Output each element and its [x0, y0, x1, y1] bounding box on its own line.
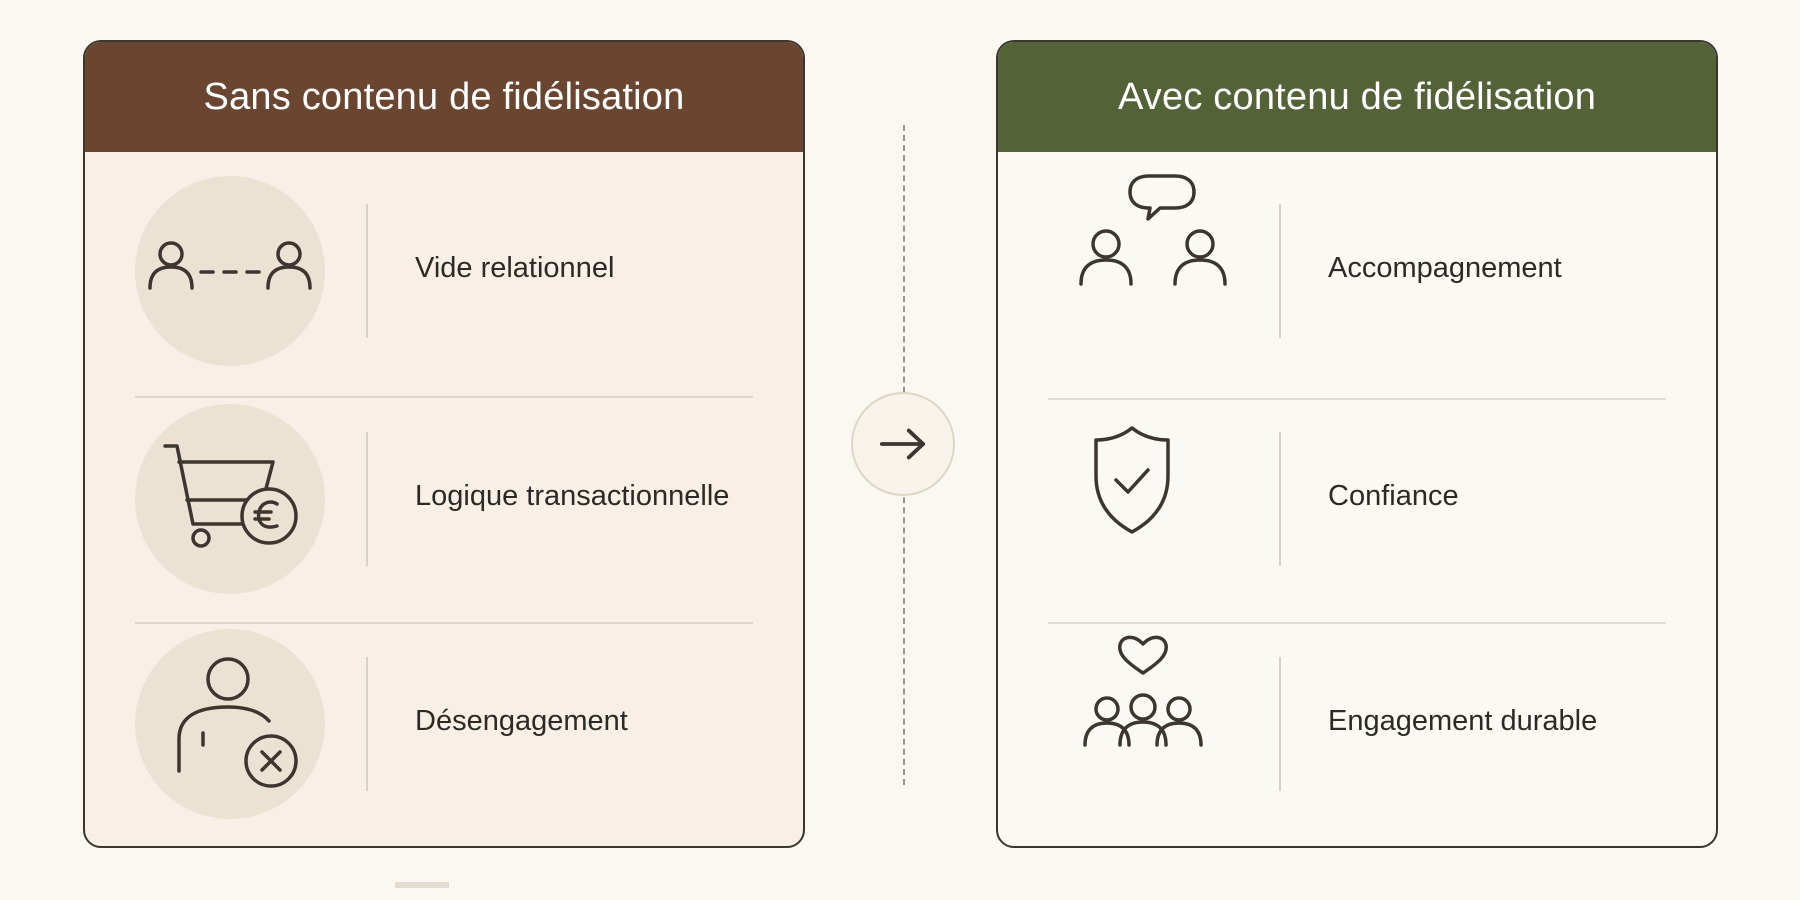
label-engagement-durable: Engagement durable	[1328, 705, 1598, 737]
disconnected-people-icon	[135, 176, 325, 366]
row-divider	[1048, 622, 1666, 624]
row-separator	[366, 432, 368, 566]
label-desengagement: Désengagement	[415, 705, 628, 737]
label-vide-relationnel: Vide relationnel	[415, 252, 615, 284]
row-separator	[366, 204, 368, 338]
right-row-3: Engagement durable	[998, 605, 1716, 831]
right-row-2: Confiance	[998, 380, 1716, 606]
left-row-2: Logique transactionnelle	[85, 380, 803, 606]
row-separator	[1279, 204, 1281, 338]
row-divider	[1048, 398, 1666, 400]
left-panel: Sans contenu de fidélisation Vide relati…	[83, 40, 805, 848]
community-heart-icon	[1048, 619, 1238, 819]
left-row-1: Vide relationnel	[85, 152, 803, 378]
right-row-1: Accompagnement	[998, 152, 1716, 378]
cart-euro-icon	[135, 404, 325, 594]
bottom-mark	[395, 882, 449, 888]
row-separator	[366, 657, 368, 791]
right-panel: Avec contenu de fidélisation Accompagnem…	[996, 40, 1718, 848]
people-conversation-icon	[1048, 166, 1238, 366]
user-removed-icon	[135, 629, 325, 819]
left-panel-title: Sans contenu de fidélisation	[85, 42, 803, 152]
row-divider	[135, 396, 753, 398]
row-divider	[135, 622, 753, 624]
label-accompagnement: Accompagnement	[1328, 252, 1562, 284]
right-panel-title: Avec contenu de fidélisation	[998, 42, 1716, 152]
label-logique-transactionnelle: Logique transactionnelle	[415, 480, 730, 512]
label-confiance: Confiance	[1328, 480, 1459, 512]
arrow-right-icon	[851, 392, 955, 496]
row-separator	[1279, 657, 1281, 791]
shield-check-icon	[1048, 394, 1238, 594]
row-separator	[1279, 432, 1281, 566]
left-row-3: Désengagement	[85, 605, 803, 831]
